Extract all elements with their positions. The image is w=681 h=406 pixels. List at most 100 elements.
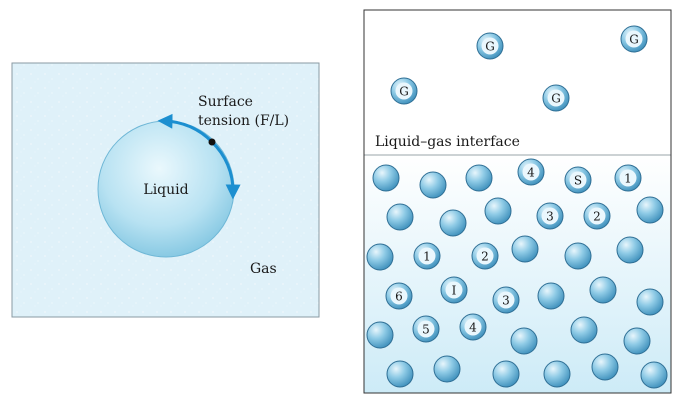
- liquid-region: [364, 155, 671, 393]
- molecule-label: 4: [469, 321, 477, 335]
- molecule-circle: [433, 355, 461, 383]
- molecule-circle: [510, 327, 538, 355]
- liquid-molecule-7: [386, 203, 414, 231]
- molecule-label-bg: [547, 89, 565, 107]
- gas-molecule-3: G: [390, 77, 418, 105]
- molecule-label-bg: [418, 247, 436, 265]
- liquid-molecule-30: [623, 327, 651, 355]
- molecule-label-bg: [569, 171, 587, 189]
- left-panel: Surface tension (F/L) Liquid Gas: [11, 62, 320, 318]
- molecule-label: G: [551, 92, 561, 106]
- liquid-molecule-17: [564, 242, 592, 270]
- liquid-molecule-18: [616, 236, 644, 264]
- liquid-molecule-23: [589, 276, 617, 304]
- liquid-molecule-5: S: [564, 166, 592, 194]
- molecule-circle: [589, 276, 617, 304]
- molecule-circle: [372, 164, 400, 192]
- molecule-label: 3: [502, 294, 510, 308]
- liquid-molecule-33: [492, 360, 520, 388]
- molecule-label: 2: [481, 250, 489, 264]
- molecule-circle: [386, 203, 414, 231]
- molecule-label: 6: [395, 290, 403, 304]
- liquid-molecule-6: 1: [614, 164, 642, 192]
- liquid-molecule-26: 5: [412, 315, 440, 343]
- liquid-molecule-34: [543, 360, 571, 388]
- molecule-circle: [465, 164, 493, 192]
- liquid-molecule-9: [484, 197, 512, 225]
- gas-molecule-2: G: [620, 25, 648, 53]
- liquid-molecule-28: [510, 327, 538, 355]
- molecule-label-bg: [541, 207, 559, 225]
- liquid-molecule-24: [636, 288, 664, 316]
- molecule-circle: [636, 288, 664, 316]
- liquid-molecule-20: I: [440, 276, 468, 304]
- liquid-molecule-8: [439, 209, 467, 237]
- liquid-molecule-13: [366, 243, 394, 271]
- molecule-label: S: [574, 174, 582, 188]
- molecule-circle: [537, 282, 565, 310]
- liquid-molecule-35: [591, 353, 619, 381]
- gas-molecules: G G G G: [390, 25, 648, 112]
- molecule-label: G: [399, 85, 409, 99]
- liquid-molecule-29: [570, 316, 598, 344]
- liquid-molecule-1: [372, 164, 400, 192]
- liquid-molecule-27: 4: [459, 313, 487, 341]
- molecule-label: 3: [546, 210, 554, 224]
- molecule-label: 1: [624, 172, 632, 186]
- molecule-label: 5: [422, 323, 430, 337]
- molecule-circle: [366, 243, 394, 271]
- molecule-label-bg: [619, 169, 637, 187]
- gas-region-right: [364, 10, 671, 156]
- surface-tension-arrow-down: [210, 140, 241, 200]
- molecule-circle: [640, 361, 668, 389]
- right-panel-border: [363, 9, 672, 394]
- molecule-circle: [492, 360, 520, 388]
- molecule-label: I: [452, 284, 457, 298]
- surface-point: [208, 138, 216, 146]
- molecule-circle: [484, 197, 512, 225]
- molecule-circle: [543, 360, 571, 388]
- molecule-label-bg: [625, 30, 643, 48]
- molecule-circle: [439, 209, 467, 237]
- molecule-label-bg: [481, 37, 499, 55]
- liquid-molecule-31: [386, 360, 414, 388]
- surface-tension-arrow: [157, 113, 214, 144]
- molecule-circle: [616, 236, 644, 264]
- molecule-circle: [591, 353, 619, 381]
- molecule-label: 2: [593, 210, 601, 224]
- surface-tension-label-line1: Surface: [198, 94, 253, 110]
- molecule-label-bg: [497, 291, 515, 309]
- surface-tension-label-line2: tension (F/L): [198, 113, 289, 129]
- liquid-molecule-11: 2: [583, 202, 611, 230]
- gas-molecule-1: G: [476, 32, 504, 60]
- molecule-circle: [419, 171, 447, 199]
- liquid-molecule-22: [537, 282, 565, 310]
- molecule-label-bg: [476, 247, 494, 265]
- liquid-label: Liquid: [143, 182, 188, 198]
- molecule-circle: [386, 360, 414, 388]
- molecule-circle: [570, 316, 598, 344]
- molecule-label-bg: [522, 163, 540, 181]
- liquid-molecule-3: [465, 164, 493, 192]
- molecule-circle: [623, 327, 651, 355]
- liquid-molecule-12: [636, 196, 664, 224]
- liquid-molecule-25: [366, 321, 394, 349]
- molecule-circle: [636, 196, 664, 224]
- liquid-molecule-32: [433, 355, 461, 383]
- molecule-label: G: [629, 33, 639, 47]
- liquid-molecule-2: [419, 171, 447, 199]
- liquid-molecule-4: 4: [517, 158, 545, 186]
- molecule-label-bg: [445, 281, 463, 299]
- molecule-circle: [511, 235, 539, 263]
- gas-label: Gas: [250, 261, 277, 277]
- molecule-label: 4: [527, 166, 535, 180]
- molecule-circle: [564, 242, 592, 270]
- molecule-label-bg: [464, 318, 482, 336]
- liquid-molecule-19: 6: [385, 282, 413, 310]
- interface-label: Liquid–gas interface: [375, 134, 520, 150]
- molecule-label-bg: [588, 207, 606, 225]
- molecule-label: G: [485, 40, 495, 54]
- liquid-molecule-36: [640, 361, 668, 389]
